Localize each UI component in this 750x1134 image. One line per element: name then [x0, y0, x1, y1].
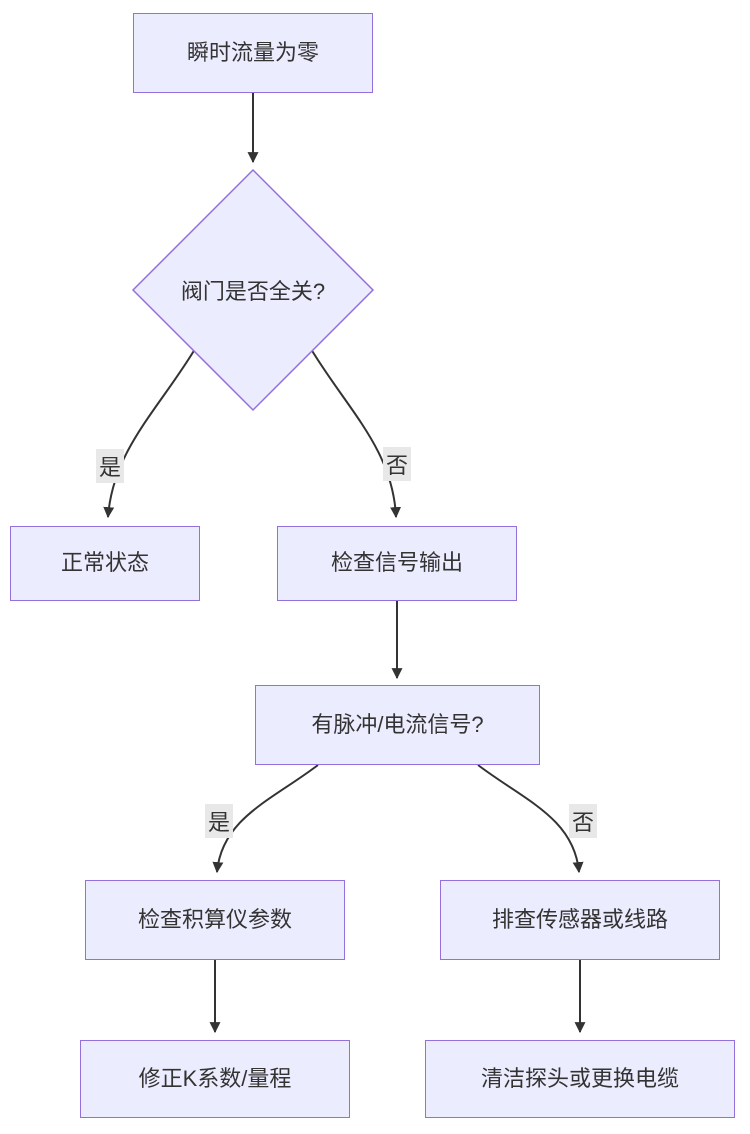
- node-check-totalizer-label: 检查积算仪参数: [137, 906, 292, 932]
- edge-pulse-no-to-sensor: [477, 764, 584, 874]
- edge-label-pulse-yes: 是: [204, 804, 234, 838]
- node-pulse-decision: 有脉冲/电流信号?: [255, 685, 540, 765]
- node-valve-decision: 阀门是否全关?: [153, 270, 353, 310]
- edge-valve-no-to-check-signal: [310, 348, 402, 519]
- node-valve-decision-label: 阀门是否全关?: [180, 279, 326, 304]
- node-check-signal-label: 检查信号输出: [330, 550, 463, 576]
- edge-label-pulse-no: 否: [568, 804, 598, 838]
- node-normal: 正常状态: [10, 526, 200, 601]
- edge-label-valve-yes: 是: [95, 449, 125, 483]
- node-pulse-decision-label: 有脉冲/电流信号?: [311, 711, 484, 737]
- node-fix-k-factor-label: 修正K系数/量程: [138, 1065, 292, 1091]
- valve-decision-diamond-shape: [131, 168, 375, 412]
- node-start: 瞬时流量为零: [133, 13, 373, 93]
- node-clean-probe: 清洁探头或更换电缆: [425, 1040, 735, 1118]
- node-check-sensor-wiring: 排查传感器或线路: [440, 880, 720, 960]
- node-check-totalizer: 检查积算仪参数: [85, 880, 345, 960]
- node-normal-label: 正常状态: [60, 550, 149, 576]
- edge-pulse-yes-to-totalizer: [212, 764, 319, 874]
- node-check-sensor-wiring-label: 排查传感器或线路: [491, 906, 668, 932]
- edge-valve-yes-to-normal: [103, 348, 196, 519]
- node-clean-probe-label: 清洁探头或更换电缆: [480, 1065, 679, 1091]
- node-start-label: 瞬时流量为零: [186, 39, 319, 65]
- node-check-signal: 检查信号输出: [277, 526, 517, 601]
- edge-label-valve-no: 否: [382, 447, 412, 481]
- node-fix-k-factor: 修正K系数/量程: [80, 1040, 350, 1118]
